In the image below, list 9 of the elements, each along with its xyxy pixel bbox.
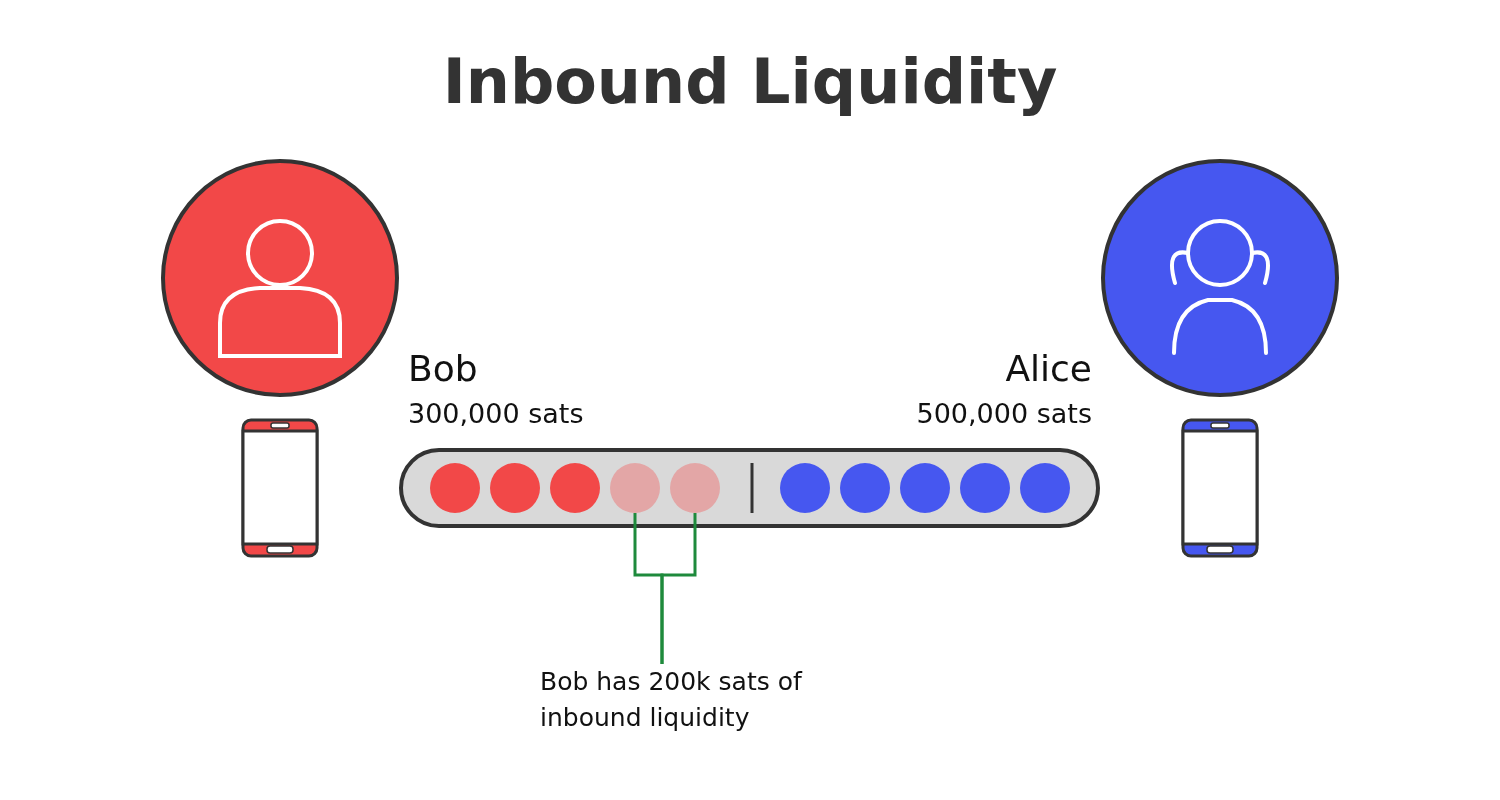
amount-label: 500,000 sats [916, 398, 1092, 429]
leader-line [660, 513, 697, 664]
title: Inbound Liquidity [441, 45, 1059, 118]
amount-label: 300,000 sats [408, 398, 584, 429]
sat-dot [670, 463, 720, 513]
sat-dot [610, 463, 660, 513]
name-label: Alice [1005, 348, 1092, 389]
note-text: Bob has 200k sats of inbound liquidity [540, 666, 804, 734]
name-label: Bob [408, 348, 478, 389]
